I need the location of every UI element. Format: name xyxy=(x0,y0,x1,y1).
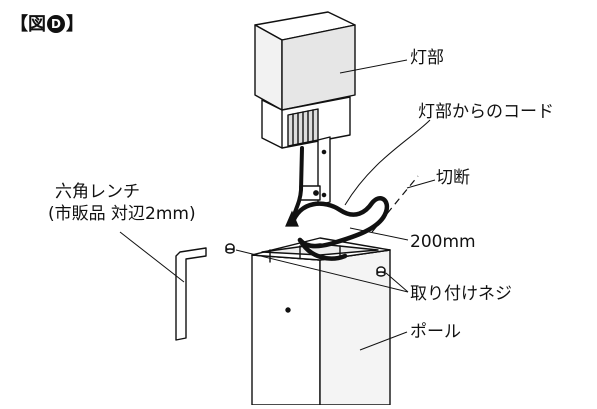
hex-wrench-icon xyxy=(175,247,207,341)
mounting-plate xyxy=(317,136,331,206)
label-length: 200mm xyxy=(410,232,476,252)
label-wrench-line1: 六角レンチ xyxy=(55,182,140,202)
leader-cut xyxy=(406,179,436,189)
lamp-head xyxy=(254,11,356,111)
label-wrench-line2: (市販品 対辺2mm) xyxy=(48,204,196,224)
leader-pole xyxy=(359,331,408,351)
figure-tag-close: 】 xyxy=(66,14,84,35)
mounting-screw-right xyxy=(376,266,386,277)
figure-tag-letter: D xyxy=(47,15,65,33)
pole-screw-hole xyxy=(285,307,291,313)
leader-screw-left xyxy=(235,249,409,293)
leader-lamp xyxy=(339,59,408,74)
label-cut: 切断 xyxy=(436,168,470,188)
leader-cord xyxy=(344,119,431,206)
pole-top-opening xyxy=(251,237,391,263)
label-cord: 灯部からのコード xyxy=(418,102,554,122)
cut-line xyxy=(371,175,419,233)
label-screw: 取り付けネジ xyxy=(410,284,512,304)
label-pole: ポール xyxy=(410,322,461,342)
figure-tag-open: 【図 xyxy=(10,14,46,35)
leader-wrench xyxy=(119,231,185,283)
label-lamp: 灯部 xyxy=(410,48,444,68)
leader-screw-right xyxy=(385,272,409,293)
mounting-screw-left xyxy=(225,243,235,254)
leader-length xyxy=(349,227,409,241)
cord-arrow xyxy=(285,210,299,227)
lamp-bracket xyxy=(261,96,351,149)
pole-body xyxy=(251,249,391,406)
